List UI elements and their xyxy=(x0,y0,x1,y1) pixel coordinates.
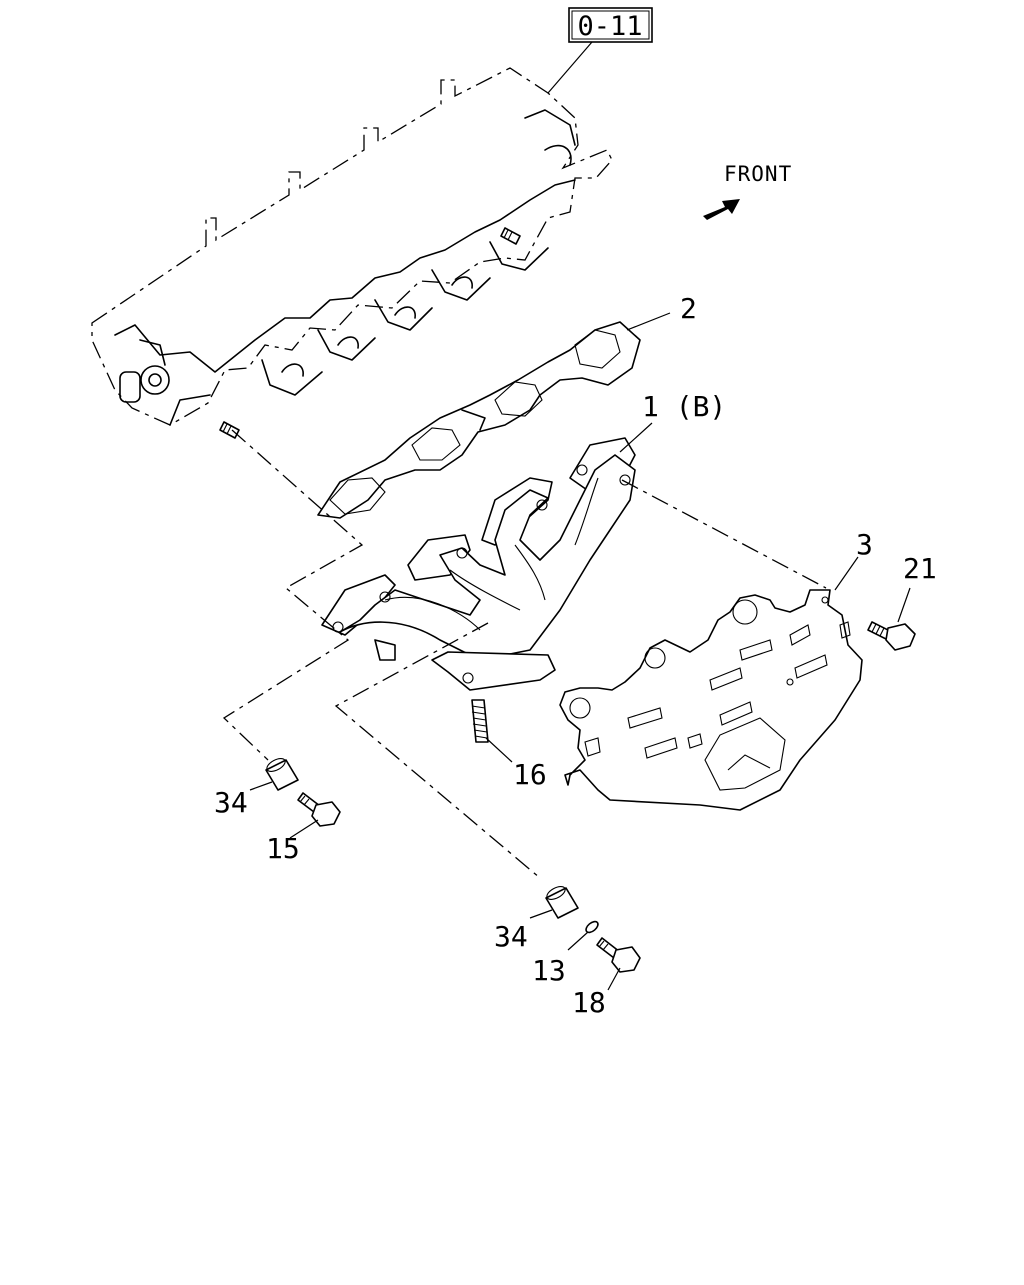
head-stud-left xyxy=(219,421,240,439)
head-stud-right xyxy=(500,227,521,245)
sleeve-left[interactable] xyxy=(265,756,299,791)
callout-13: 13 xyxy=(532,954,566,987)
reference-label: 0-11 xyxy=(577,11,642,42)
callout-21: 21 xyxy=(903,552,937,585)
callout-18: 18 xyxy=(572,986,606,1019)
manifold-leader xyxy=(619,422,653,453)
shield-leader xyxy=(834,556,859,591)
callout-16: 16 xyxy=(513,758,547,791)
callout-3: 3 xyxy=(856,528,873,561)
shield-bolt[interactable] xyxy=(867,621,916,651)
callout-34-left: 34 xyxy=(214,786,248,819)
bolt-left[interactable] xyxy=(297,792,341,827)
callout-34-right: 34 xyxy=(494,920,528,953)
reference-leader xyxy=(547,41,593,94)
bolt-right[interactable] xyxy=(596,937,641,973)
sleeve-left-leader xyxy=(249,781,273,791)
callout-2: 2 xyxy=(680,292,697,325)
assembly-lines xyxy=(222,429,827,879)
reference-box[interactable]: 0-11 xyxy=(568,7,653,43)
sleeve-right[interactable] xyxy=(545,884,579,919)
gasket-leader xyxy=(626,312,671,331)
stud-leader xyxy=(485,737,513,763)
heat-shield[interactable] xyxy=(559,589,863,811)
callout-15: 15 xyxy=(266,832,300,865)
washer-leader xyxy=(567,931,589,951)
washer[interactable] xyxy=(584,919,600,934)
bolt-right-leader xyxy=(607,967,621,991)
cylinder-head xyxy=(91,67,613,439)
bolt-left-leader xyxy=(289,819,319,839)
callout-1b: 1 (B) xyxy=(642,390,726,423)
front-label: FRONT xyxy=(724,162,792,186)
exhaust-gasket[interactable] xyxy=(317,321,641,519)
front-arrow-icon xyxy=(703,199,740,220)
sleeve-right-leader xyxy=(529,909,553,919)
shield-bolt-leader xyxy=(897,587,911,623)
manifold-stud[interactable] xyxy=(471,699,489,743)
exhaust-manifold[interactable] xyxy=(321,437,636,691)
